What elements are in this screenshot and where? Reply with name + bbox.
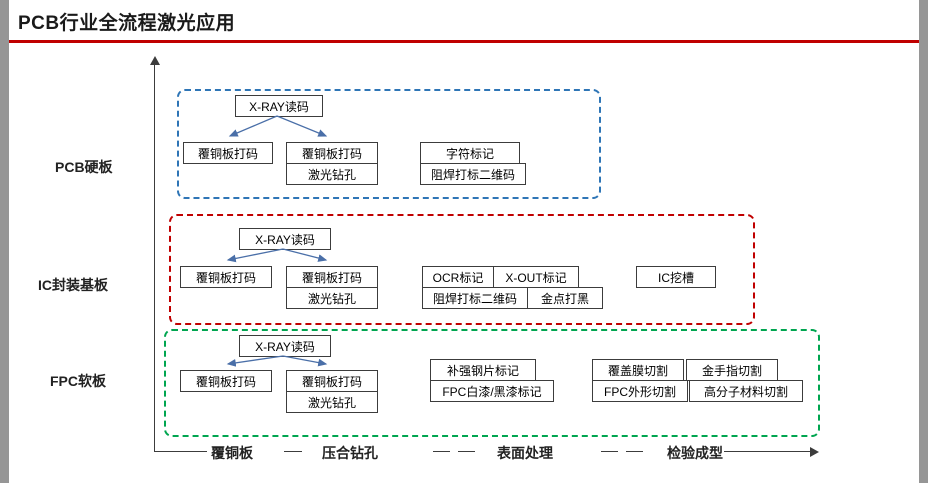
box-polymer-cutting: 高分子材料切割	[689, 380, 803, 402]
x-axis-segment	[724, 451, 810, 452]
right-margin-bar	[919, 0, 928, 483]
box-xout-marking: X-OUT标记	[493, 266, 579, 288]
axis-label-inspection-forming: 检验成型	[667, 445, 723, 461]
box-fpc-outline-cutting: FPC外形切割	[592, 380, 688, 402]
title-underline	[9, 40, 919, 43]
left-margin-bar	[0, 0, 9, 483]
box-soldermask-qr-marking: 阻焊打标二维码	[420, 163, 526, 185]
box-soldermask-qr-marking: 阻焊打标二维码	[422, 287, 528, 309]
box-ccl-marking: 覆铜板打码	[286, 142, 378, 164]
box-gold-finger-cutting: 金手指切割	[686, 359, 778, 381]
box-gold-dot-blackening: 金点打黑	[527, 287, 603, 309]
box-ic-grooving: IC挖槽	[636, 266, 716, 288]
box-stiffener-marking: 补强钢片标记	[430, 359, 536, 381]
band-ic-substrate: X-RAY读码 覆铜板打码 覆铜板打码 激光钻孔 OCR标记 X-OUT标记 阻…	[169, 214, 755, 325]
box-fpc-paint-marking: FPC白漆/黑漆标记	[430, 380, 554, 402]
x-axis-arrowhead-icon	[810, 447, 819, 457]
box-laser-drilling: 激光钻孔	[286, 163, 378, 185]
x-axis-segment	[284, 451, 302, 452]
x-axis-segment	[155, 451, 207, 452]
page-title: PCB行业全流程激光应用	[18, 13, 236, 34]
x-axis-segment	[433, 451, 450, 452]
box-xray-read: X-RAY读码	[239, 228, 331, 250]
x-axis-segment	[458, 451, 475, 452]
row-label-pcb: PCB硬板	[55, 159, 113, 175]
box-character-marking: 字符标记	[420, 142, 520, 164]
box-laser-drilling: 激光钻孔	[286, 391, 378, 413]
box-ccl-marking: 覆铜板打码	[180, 266, 272, 288]
y-axis-arrowhead-icon	[150, 56, 160, 65]
axis-label-surface-treatment: 表面处理	[497, 445, 553, 461]
x-axis-segment	[626, 451, 643, 452]
box-ccl-marking: 覆铜板打码	[286, 266, 378, 288]
box-ccl-marking: 覆铜板打码	[286, 370, 378, 392]
box-xray-read: X-RAY读码	[235, 95, 323, 117]
box-coverlay-cutting: 覆盖膜切割	[592, 359, 684, 381]
band-pcb: X-RAY读码 覆铜板打码 覆铜板打码 激光钻孔 字符标记 阻焊打标二维码	[177, 89, 601, 199]
row-label-fpc: FPC软板	[50, 373, 106, 389]
box-ocr-marking: OCR标记	[422, 266, 494, 288]
box-ccl-marking: 覆铜板打码	[180, 370, 272, 392]
axis-label-ccl: 覆铜板	[211, 445, 253, 461]
y-axis-line	[154, 64, 155, 452]
box-ccl-marking: 覆铜板打码	[183, 142, 273, 164]
box-xray-read: X-RAY读码	[239, 335, 331, 357]
box-laser-drilling: 激光钻孔	[286, 287, 378, 309]
x-axis-segment	[601, 451, 618, 452]
row-label-ic-substrate: IC封装基板	[38, 277, 108, 293]
band-fpc: X-RAY读码 覆铜板打码 覆铜板打码 激光钻孔 补强钢片标记 FPC白漆/黑漆…	[164, 329, 820, 437]
axis-label-lamination-drilling: 压合钻孔	[322, 445, 378, 461]
